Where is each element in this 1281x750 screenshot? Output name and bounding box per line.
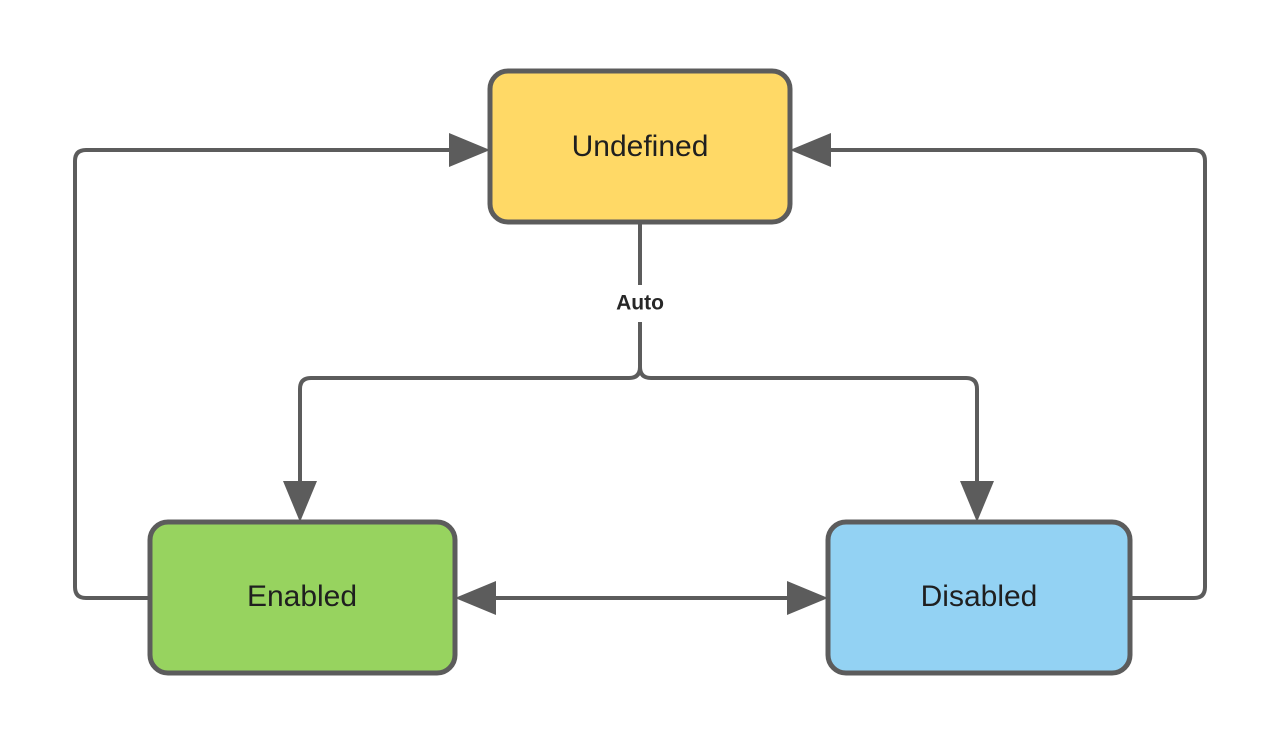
node-undefined-shape	[487, 68, 793, 225]
arrowhead-into-undefined-left	[449, 133, 490, 167]
edge-label-auto-group: Auto	[597, 285, 683, 322]
arrowhead-into-enabled	[283, 481, 317, 522]
node-undefined[interactable]: Undefined	[487, 68, 793, 225]
edge-enabled-to-undefined[interactable]	[73, 133, 490, 600]
edge-disabled-to-undefined[interactable]	[790, 133, 1207, 600]
node-disabled-shape	[825, 519, 1133, 676]
edge-undefined-to-children[interactable]	[283, 222, 994, 522]
node-disabled-label: Disabled	[921, 580, 1038, 613]
node-enabled[interactable]: Enabled	[147, 519, 458, 676]
arrowhead-into-disabled-left-side	[787, 581, 828, 615]
edge-disabled-to-undefined-path	[825, 148, 1207, 600]
edge-fork-right-branch	[638, 366, 979, 487]
node-undefined-label: Undefined	[572, 130, 709, 163]
edge-fork-left-branch	[298, 366, 642, 487]
edge-enabled-disabled[interactable]	[455, 581, 828, 615]
node-disabled[interactable]: Disabled	[825, 519, 1133, 676]
edge-label-auto-mask	[597, 285, 683, 322]
edge-label-auto: Auto	[616, 292, 664, 315]
arrowhead-into-undefined-right	[790, 133, 831, 167]
edge-enabled-to-undefined-path	[73, 148, 455, 600]
arrowhead-into-enabled-right-side	[455, 581, 496, 615]
node-enabled-label: Enabled	[247, 580, 357, 613]
node-enabled-shape	[147, 519, 458, 676]
arrowhead-into-disabled	[960, 481, 994, 522]
